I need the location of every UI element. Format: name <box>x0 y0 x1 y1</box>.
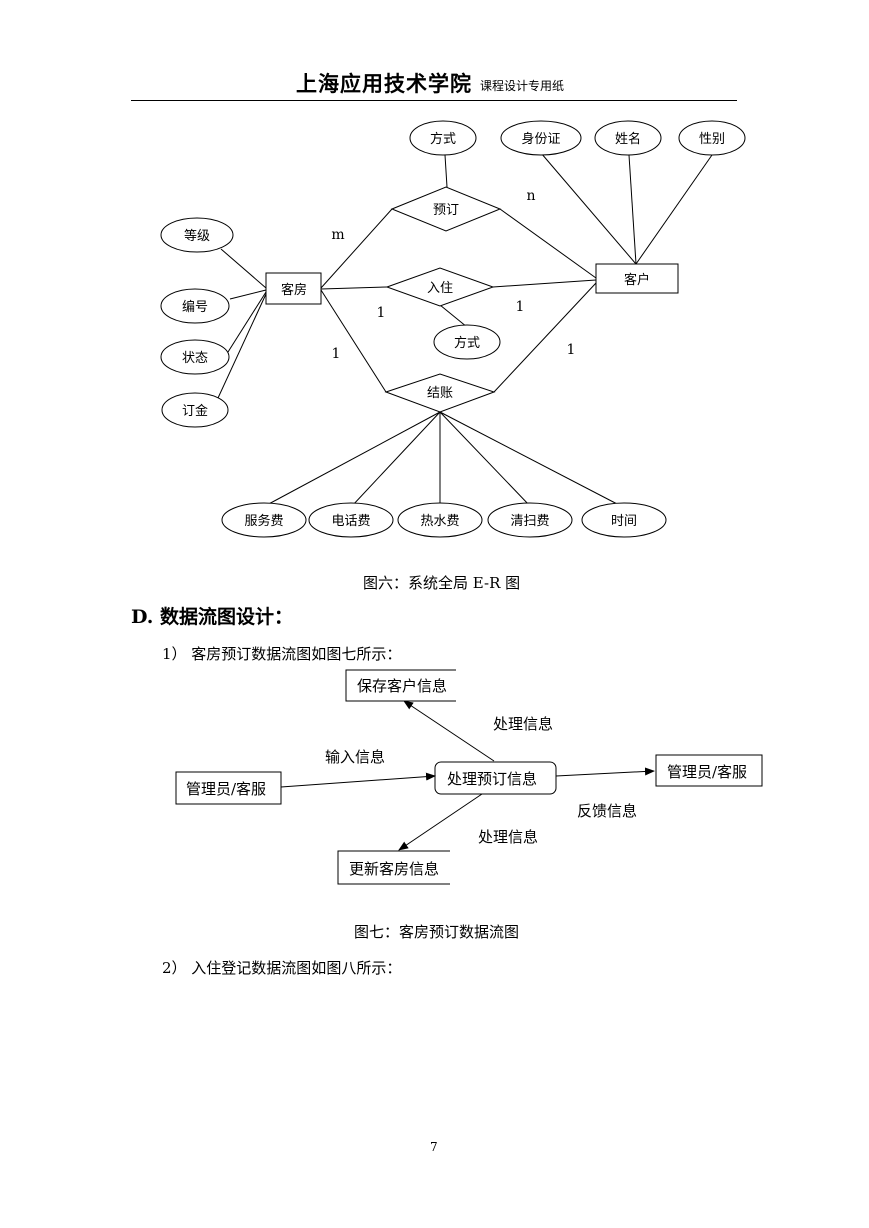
attr-idcard-ellipse <box>500 120 582 156</box>
attr-gender-label: 性别 <box>699 132 725 147</box>
attr-deposit-ellipse <box>161 392 229 428</box>
attr-grade-ellipse <box>160 217 234 253</box>
attr-checkin-mode-label: 方式 <box>454 335 480 351</box>
external-right-label: 管理员/客服 <box>667 763 747 781</box>
attr-time-label: 时间 <box>611 514 637 529</box>
attr-name-ellipse <box>594 120 662 156</box>
attr-status-label: 状态 <box>182 351 208 366</box>
external-left-shape <box>175 771 282 805</box>
attr-idcard-label: 身份证 <box>521 131 560 147</box>
store-customer-label: 保存客户信息 <box>357 677 447 695</box>
attr-grade-label: 等级 <box>184 228 210 244</box>
attr-checkin-mode-ellipse <box>433 324 501 360</box>
attr-book-mode-label: 方式 <box>430 131 456 147</box>
attr-phone-fee-label: 电话费 <box>331 514 370 529</box>
attr-book-mode-ellipse <box>409 120 477 156</box>
cardinality-checkout-customer: 1 <box>567 342 576 358</box>
attr-cleaning-fee-ellipse <box>487 502 573 538</box>
relationship-book-label: 预订 <box>433 203 459 218</box>
attr-status-ellipse <box>160 339 230 375</box>
attr-number-ellipse <box>160 288 230 324</box>
external-left-label: 管理员/客服 <box>186 780 266 798</box>
attr-name-label: 姓名 <box>615 131 641 147</box>
flow-input-label: 输入信息 <box>325 748 385 766</box>
flow-feedback-label: 反馈信息 <box>577 802 637 820</box>
data-flow-diagram: 保存客户信息 更新客房信息 管理员/客服 管理员/客服 处理预订信息 输入信息 … <box>175 669 763 885</box>
flow-process-down-label: 处理信息 <box>478 828 538 846</box>
attr-water-fee-ellipse <box>397 502 483 538</box>
relationship-checkin-diamond <box>385 267 495 307</box>
document-header-subtitle: 课程设计专用纸 <box>480 79 565 93</box>
relationship-checkin-label: 入住 <box>427 281 453 296</box>
er-caption: 图六：系统全局 E-R 图 <box>363 574 521 592</box>
attr-number-label: 编号 <box>182 300 208 315</box>
cardinality-checkin-customer: 1 <box>516 299 525 315</box>
header-rule <box>131 100 737 101</box>
attr-service-fee-ellipse <box>221 502 307 538</box>
dfd-caption: 图七：客房预订数据流图 <box>354 923 520 941</box>
store-room-shape <box>337 850 450 885</box>
entity-customer-label: 客户 <box>624 272 650 288</box>
cardinality-book-customer: n <box>526 188 535 204</box>
paragraph-item1: 1） 客房预订数据流图如图七所示： <box>162 645 402 663</box>
page-number: 7 <box>430 1140 438 1154</box>
attr-service-fee-label: 服务费 <box>244 513 283 529</box>
attr-water-fee-label: 热水费 <box>420 514 459 529</box>
attr-phone-fee-ellipse <box>308 502 394 538</box>
entity-room-label: 客房 <box>281 282 307 298</box>
store-room-label: 更新客房信息 <box>349 860 439 878</box>
external-right-shape <box>655 754 763 787</box>
cardinality-checkin-room: 1 <box>377 305 386 321</box>
entity-room-box <box>265 272 322 305</box>
attr-gender-ellipse <box>678 120 746 156</box>
process-label: 处理预订信息 <box>447 770 537 788</box>
flow-process-up-label: 处理信息 <box>493 715 553 733</box>
document-header-title: 上海应用技术学院 <box>296 72 472 96</box>
attr-deposit-label: 订金 <box>182 403 208 419</box>
section-heading: D. 数据流图设计： <box>131 606 294 628</box>
entity-customer-box <box>595 263 679 294</box>
cardinality-checkout-room: 1 <box>332 346 341 362</box>
attr-time-ellipse <box>581 502 667 538</box>
attr-cleaning-fee-label: 清扫费 <box>510 514 549 529</box>
paragraph-item2: 2） 入住登记数据流图如图八所示： <box>162 959 402 977</box>
er-diagram: 客房 客户 预订 入住 结账 方式 身份证 姓名 性别 等级 编号 状态 订金 … <box>160 120 746 538</box>
relationship-checkout-label: 结账 <box>427 386 453 401</box>
relationship-checkout-diamond <box>384 373 496 413</box>
relationship-book-diamond <box>390 186 502 232</box>
store-customer-shape <box>345 669 456 702</box>
cardinality-book-room: m <box>331 227 344 243</box>
